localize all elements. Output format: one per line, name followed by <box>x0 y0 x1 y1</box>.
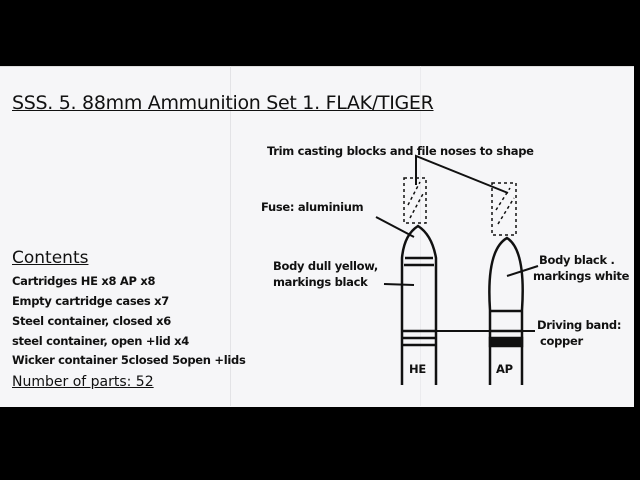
contents-item: Cartridges HE x8 AP x8 <box>12 274 156 288</box>
instruction-card <box>0 66 634 407</box>
fuse-label: Fuse: aluminium <box>261 200 364 214</box>
parts-count: Number of parts: 52 <box>12 374 154 390</box>
contents-heading: Contents <box>12 248 89 268</box>
driving-band-label: Driving band: <box>537 318 622 332</box>
contents-item: steel container, open +lid x4 <box>12 334 189 348</box>
ap-body-label: Body black . <box>539 253 615 267</box>
contents-item: Empty cartridge cases x7 <box>12 294 169 308</box>
he-shell-label: HE <box>409 362 426 376</box>
ap-shell-label: AP <box>496 362 513 376</box>
fold-line <box>230 66 231 406</box>
trim-note: Trim casting blocks and file noses to sh… <box>267 144 534 158</box>
ap-markings-label: markings white <box>533 269 630 283</box>
contents-item: Wicker container 5closed 5open +lids <box>12 353 246 367</box>
he-markings-label: markings black <box>273 275 368 289</box>
card-title: SSS. 5. 88mm Ammunition Set 1. FLAK/TIGE… <box>12 92 434 114</box>
driving-band-material: copper <box>540 334 583 348</box>
contents-item: Steel container, closed x6 <box>12 314 171 328</box>
fold-line <box>420 66 421 406</box>
he-body-label: Body dull yellow, <box>273 259 378 273</box>
